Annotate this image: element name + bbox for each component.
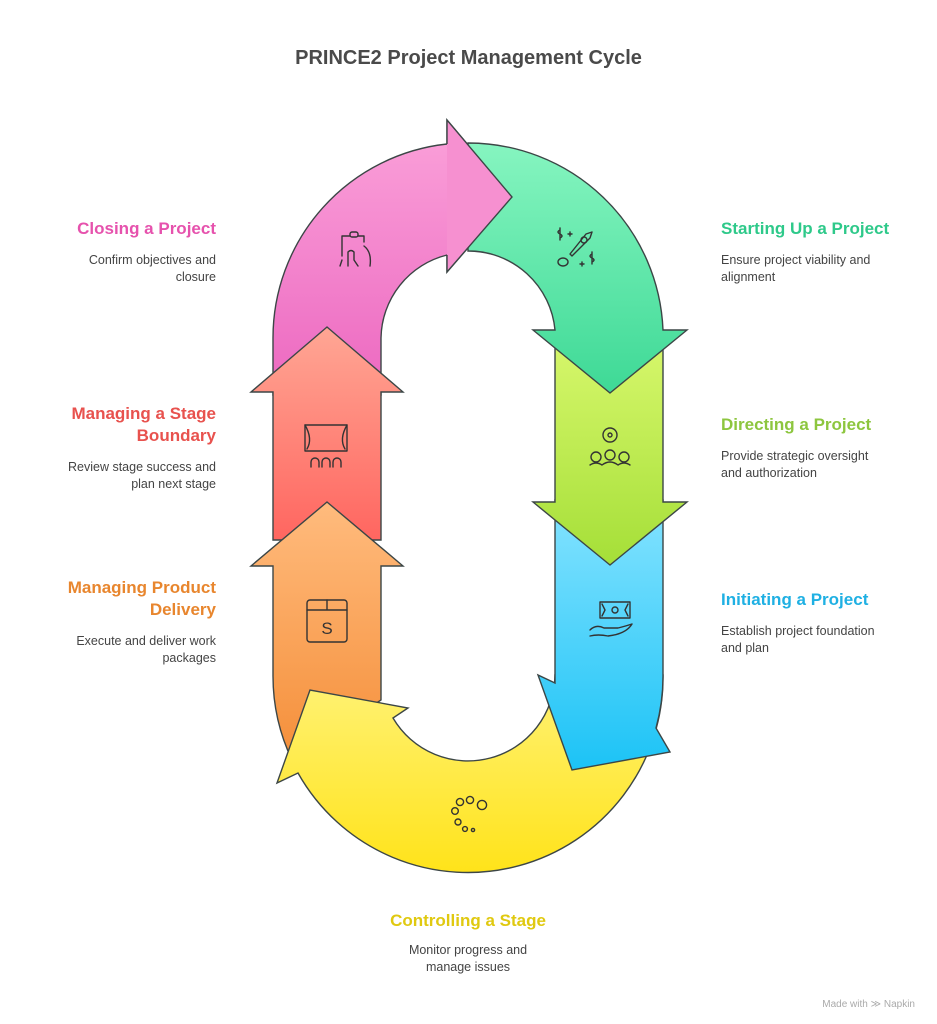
closing-title: Closing a Project: [77, 219, 216, 238]
page-title: PRINCE2 Project Management Cycle: [295, 47, 642, 69]
label-closing: Closing a Project Confirm objectives and…: [16, 218, 216, 286]
closing-arrowhead: [446, 118, 513, 274]
label-directing: Directing a Project Provide strategic ov…: [721, 414, 921, 482]
delivery-segment: [249, 501, 405, 762]
hand-money-icon: [589, 601, 633, 637]
label-initiating: Initiating a Project Establish project f…: [721, 589, 921, 657]
clipboard-hand-icon: [339, 231, 372, 267]
starting-segment: [467, 142, 689, 394]
directing-title: Directing a Project: [721, 415, 872, 434]
initiating-title: Initiating a Project: [721, 590, 869, 609]
label-controlling: Controlling a Stage Monitor progress and…: [343, 910, 593, 976]
label-starting: Starting Up a Project Ensure project via…: [721, 218, 921, 286]
team-gear-icon: [589, 427, 631, 466]
loading-circles-icon: [450, 795, 488, 833]
package-icon: S: [306, 599, 348, 643]
starting-title: Starting Up a Project: [721, 219, 890, 238]
napkin-watermark: Made with ≫ Napkin: [822, 999, 915, 1010]
rocket-money-icon: [557, 227, 595, 267]
napkin-logo-icon: ≫: [870, 999, 882, 1010]
stage-curtain-icon: [304, 424, 348, 468]
controlling-title: Controlling a Stage: [390, 911, 546, 930]
directing-segment: [531, 329, 689, 566]
svg-text:S: S: [321, 619, 332, 638]
made-with-text: Made with: [822, 999, 868, 1010]
brand-text: Napkin: [883, 999, 915, 1010]
